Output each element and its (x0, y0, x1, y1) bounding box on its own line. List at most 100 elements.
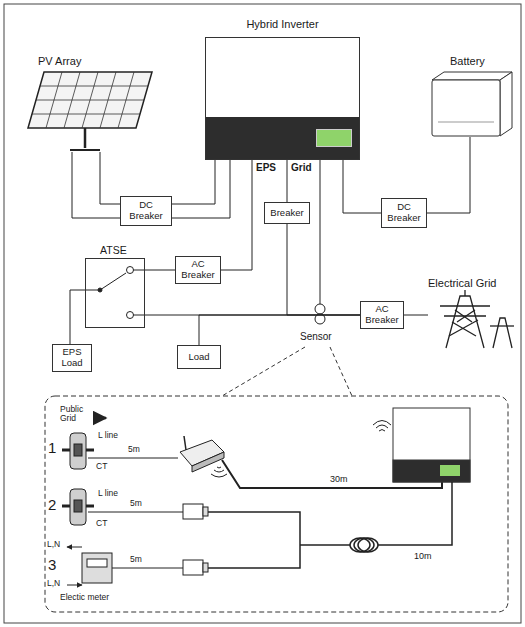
load-box: EPS Load (52, 344, 92, 372)
breaker-box: DC Breaker (381, 198, 427, 228)
cable (358, 538, 378, 552)
box-label: AC Breaker (179, 259, 217, 281)
transfer-switch (98, 288, 102, 292)
length-label: 5m (128, 445, 140, 454)
wifi-dongle (192, 452, 224, 472)
breaker-box: DC Breaker (120, 196, 172, 226)
ct-clamp (62, 433, 178, 469)
length-label: 10m (414, 552, 432, 562)
transfer-switch (134, 270, 146, 271)
rj45-connector (183, 504, 208, 575)
sensor-label: Sensor (300, 331, 332, 342)
wire-label: L line (98, 431, 118, 440)
wire-connector (172, 160, 230, 218)
inverter-display (316, 129, 352, 147)
rj45-connector (183, 504, 203, 519)
inverter-box: Hybrid Inverter (205, 37, 360, 160)
ct-clamp (88, 512, 183, 513)
wifi-dongle (211, 467, 227, 477)
power-tower (440, 306, 490, 316)
electric-meter (67, 585, 82, 586)
node-heading: Electrical Grid (428, 277, 496, 289)
power-tower (440, 290, 514, 348)
box-label: DC Breaker (124, 200, 168, 222)
battery-symbol (500, 72, 512, 136)
inverter-small (373, 421, 391, 432)
current-sensor (315, 304, 325, 314)
rj45-connector (203, 507, 208, 516)
wire-connector (72, 152, 120, 218)
grid-label: Public Grid (60, 405, 94, 424)
ct-clamp (74, 500, 82, 512)
transfer-switch (100, 273, 126, 290)
electrical-grid: Electrical Grid (428, 277, 515, 350)
breaker-box: AC Breaker (175, 256, 221, 284)
length-label: 5m (130, 499, 142, 508)
power-tower (493, 318, 512, 348)
ct-clamp (70, 489, 86, 525)
battery-symbol (438, 122, 494, 123)
electric-meter (82, 553, 112, 583)
node-heading: PV Array (38, 55, 81, 67)
box-label: DC Breaker (385, 202, 423, 224)
callout-number: 1 (48, 440, 56, 457)
inverter-small (373, 408, 470, 482)
wire-connector (287, 160, 288, 202)
solar-panel (32, 114, 140, 115)
callout-number: 3 (48, 557, 56, 574)
wire-connector (70, 290, 85, 344)
callout-leader (222, 347, 305, 396)
battery: Battery (428, 55, 515, 137)
wire-label: L line (98, 489, 118, 498)
callout-number: 2 (48, 497, 56, 514)
electric-meter (67, 547, 82, 548)
ct-clamp (74, 444, 82, 456)
port-label: EPS (256, 162, 276, 173)
solar-panel (36, 100, 144, 101)
node-heading: Battery (450, 55, 485, 67)
power-tower (464, 290, 465, 296)
battery-symbol (432, 80, 500, 136)
wire-connector (172, 160, 215, 204)
public-grid-arrow (95, 417, 106, 420)
electric-meter (112, 568, 183, 569)
wire-label: CT (96, 519, 107, 528)
pv-array: PV Array (18, 55, 160, 152)
port-label: Grid (291, 162, 312, 173)
power-tower (490, 325, 514, 326)
page-frame (4, 4, 521, 623)
solar-panel (28, 72, 152, 128)
battery-symbol (432, 72, 512, 136)
solar-panel (32, 72, 148, 128)
meter-label: Electic meter (60, 593, 109, 602)
transfer-switch (85, 267, 145, 319)
node-heading: ATSE (100, 244, 127, 256)
electric-meter (87, 559, 107, 567)
box-label: Load (188, 352, 209, 363)
transfer-switch (127, 267, 134, 274)
box-label: AC Breaker (364, 304, 400, 326)
cable (300, 544, 350, 546)
inverter-panel (206, 117, 359, 159)
wire-connector (145, 270, 175, 271)
wire-label: L,N (47, 540, 60, 549)
wifi-dongle (184, 436, 186, 450)
length-label: 30m (330, 475, 348, 485)
inverter-small (440, 465, 460, 476)
wire-connector (199, 315, 360, 345)
power-tower (446, 296, 484, 348)
ct-clamp (62, 489, 183, 525)
wire-connector (343, 160, 381, 213)
node-heading: Hybrid Inverter (206, 18, 359, 30)
transfer-switch (127, 312, 134, 319)
wire-label: CT (96, 462, 107, 471)
inverter-small (393, 408, 470, 482)
callout-leader (222, 347, 352, 396)
wire-connector (404, 315, 428, 316)
public-grid-arrow (95, 418, 106, 419)
box-label: Breaker (270, 208, 303, 219)
transfer-switch (134, 315, 146, 316)
cable (208, 512, 300, 568)
current-sensor (315, 160, 325, 324)
